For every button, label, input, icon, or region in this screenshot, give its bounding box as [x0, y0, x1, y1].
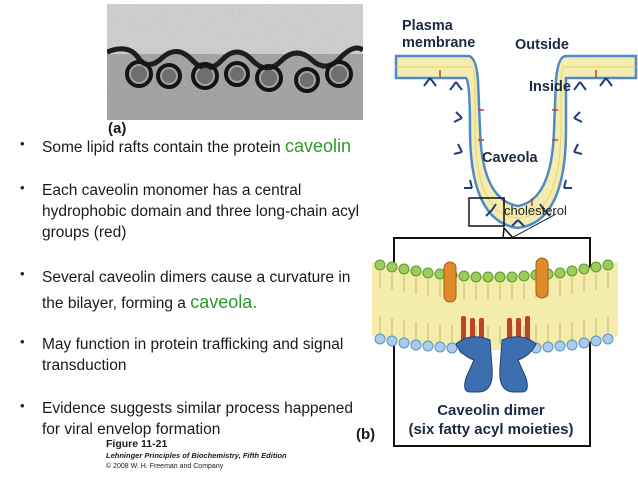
bullet-highlight: caveolin — [284, 136, 352, 156]
electron-micrograph — [106, 4, 365, 120]
bullet-text: May function in protein trafficking and … — [42, 336, 344, 374]
copyright-text: © 2008 W. H. Freeman and Company — [106, 463, 224, 470]
cholesterol-label: cholesterol — [504, 203, 567, 218]
bullet-dot-icon: • — [20, 334, 25, 349]
bullet-text: Several caveolin dimers cause a curvatur… — [42, 269, 351, 312]
outside-label: Outside — [515, 37, 569, 53]
bullet-dot-icon: • — [20, 180, 25, 195]
caveolin-dimer-subtitle: (six fatty acyl moieties) — [408, 421, 574, 438]
figure-caption: Figure 11-21 Lehninger Principles of Bio… — [106, 439, 287, 472]
plasma-label-line2: membrane — [402, 35, 476, 51]
bullet-dot-icon: • — [20, 266, 25, 281]
plasma-membrane-label: Plasma membrane — [402, 18, 475, 52]
caveolin-dimer-title: Caveolin dimer — [437, 402, 545, 419]
caveolin-dimer-shape — [455, 336, 493, 393]
inside-label: Inside — [529, 79, 571, 95]
bullet-dot-icon: • — [20, 136, 25, 151]
plasma-label-line1: Plasma — [402, 18, 453, 34]
bullet-highlight: caveola. — [190, 292, 258, 312]
book-title: Lehninger Principles of Biochemistry, Fi… — [106, 451, 287, 460]
bullet-text: Evidence suggests similar process happen… — [42, 400, 354, 438]
bullet-dot-icon: • — [20, 398, 25, 413]
bullet-text: Each caveolin monomer has a central hydr… — [42, 182, 360, 241]
caveola-label: Caveola — [482, 150, 538, 166]
bullet-text: Some lipid rafts contain the protein — [42, 139, 285, 156]
figure-number: Figure 11-21 — [106, 438, 168, 450]
caveola-bilayer — [394, 54, 638, 230]
caveola-diagram — [360, 0, 638, 479]
panel-a-label: (a) — [108, 120, 127, 137]
panel-b-label: (b) — [356, 426, 376, 443]
